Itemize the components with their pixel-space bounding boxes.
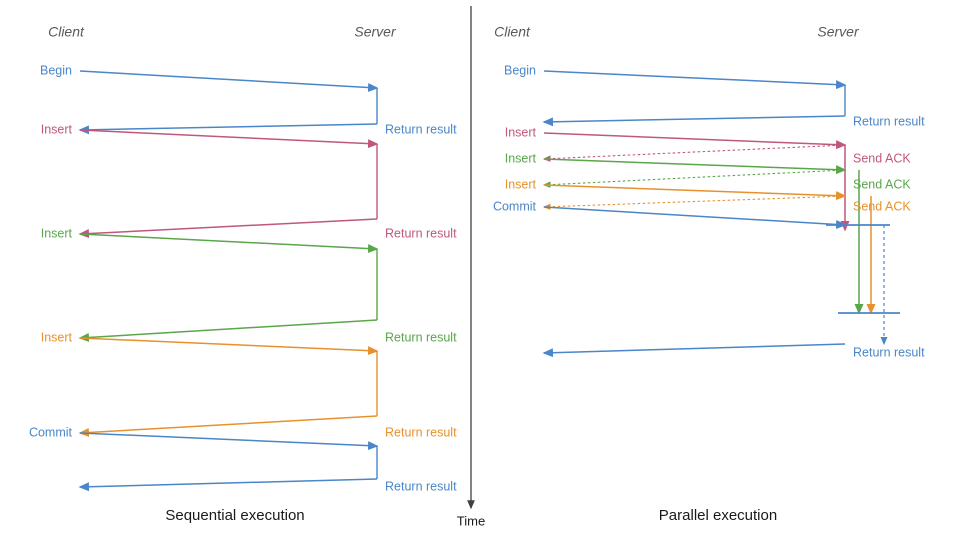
panel-caption-sequential: Sequential execution [165, 507, 304, 524]
message-arrow [543, 206, 847, 229]
message-label: Begin [504, 63, 536, 77]
message-arrow [79, 233, 379, 254]
message-label: Return result [385, 122, 457, 136]
message-arrow [78, 123, 378, 135]
message-arrow [542, 115, 846, 127]
message-label: Return result [385, 226, 457, 240]
message-arrow [542, 195, 846, 211]
message-label: Insert [41, 122, 73, 136]
message-label: Send ACK [853, 151, 911, 165]
message-arrow [542, 144, 846, 162]
time-axis-layer: Time [457, 6, 485, 528]
message-arrow [79, 432, 379, 451]
time-axis-label: Time [457, 513, 485, 528]
lane-title-client-sequential: Client [48, 24, 85, 40]
message-arrow [78, 218, 378, 239]
message-arrow [79, 129, 379, 149]
message-label: Return result [385, 330, 457, 344]
message-label: Commit [493, 199, 537, 213]
message-label: Insert [505, 151, 537, 165]
message-arrow [79, 337, 379, 356]
message-label: Insert [41, 226, 73, 240]
message-arrow [78, 415, 378, 437]
message-arrow [543, 184, 847, 201]
message-label: Return result [385, 479, 457, 493]
message-arrow [542, 343, 846, 358]
message-label: Return result [853, 114, 925, 128]
panel-caption-parallel: Parallel execution [659, 507, 777, 524]
message-label: Insert [505, 125, 537, 139]
lane-title-server-sequential: Server [354, 24, 397, 40]
message-arrow [79, 70, 379, 92]
lane-title-client-parallel: Client [494, 24, 531, 40]
message-arrow [542, 169, 846, 188]
message-label: Return result [853, 345, 925, 359]
message-arrow [543, 70, 847, 90]
message-label: Begin [40, 63, 72, 77]
message-label: Insert [505, 177, 537, 191]
message-arrow [543, 158, 847, 175]
message-arrow [78, 478, 378, 492]
message-label: Send ACK [853, 177, 911, 191]
lane-title-server-parallel: Server [817, 24, 860, 40]
message-label: Insert [41, 330, 73, 344]
message-label: Send ACK [853, 199, 911, 213]
message-arrow [543, 132, 847, 150]
message-arrow [78, 319, 378, 342]
message-label: Return result [385, 425, 457, 439]
message-label: Commit [29, 425, 73, 439]
